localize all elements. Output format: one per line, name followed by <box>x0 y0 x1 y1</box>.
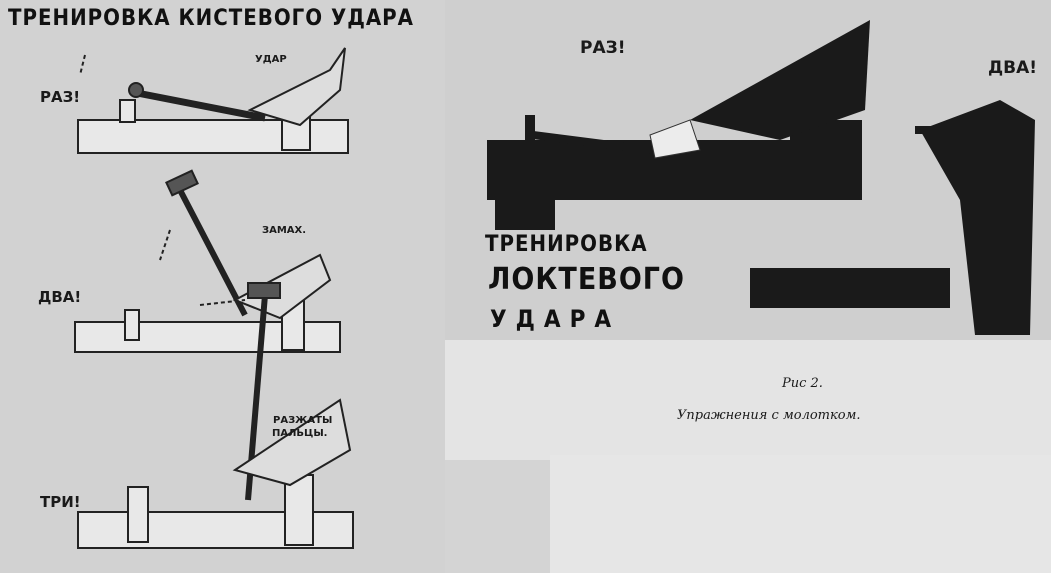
elbow-strike-photo-shapes <box>487 20 1035 335</box>
elbow-title-line2: ЛОКТЕВОГО <box>488 262 685 297</box>
elbow-title-line1: ТРЕНИРОВКА <box>485 232 648 257</box>
step-two-note: ЗАМАХ. <box>262 225 307 236</box>
wrist-strike-title: ТРЕНИРОВКА КИСТЕВОГО УДАРА <box>8 6 414 31</box>
blank-area <box>550 455 1051 573</box>
step-one-illustration <box>77 47 349 154</box>
figure-number: Рис 2. <box>782 376 823 391</box>
step-three-illustration <box>77 282 354 549</box>
caption-area <box>445 340 1051 460</box>
step-one-note: УДАР <box>255 54 287 65</box>
figure-caption: Упражнения с молотком. <box>677 408 861 423</box>
photo-count-two: ДВА! <box>988 58 1038 78</box>
step-three-note-line2: ПАЛЬЦЫ. <box>272 428 328 439</box>
elbow-title-line3: УДАРА <box>490 305 621 333</box>
step-one-count: РАЗ! <box>40 88 81 106</box>
step-three-note-line1: РАЗЖАТЫ <box>273 415 333 426</box>
step-two-count: ДВА! <box>38 288 82 306</box>
step-three-count: ТРИ! <box>40 493 81 511</box>
photo-count-one: РАЗ! <box>580 38 626 58</box>
wrist-strike-panel <box>0 0 445 573</box>
step-two-illustration <box>74 169 341 353</box>
hand <box>649 119 701 159</box>
